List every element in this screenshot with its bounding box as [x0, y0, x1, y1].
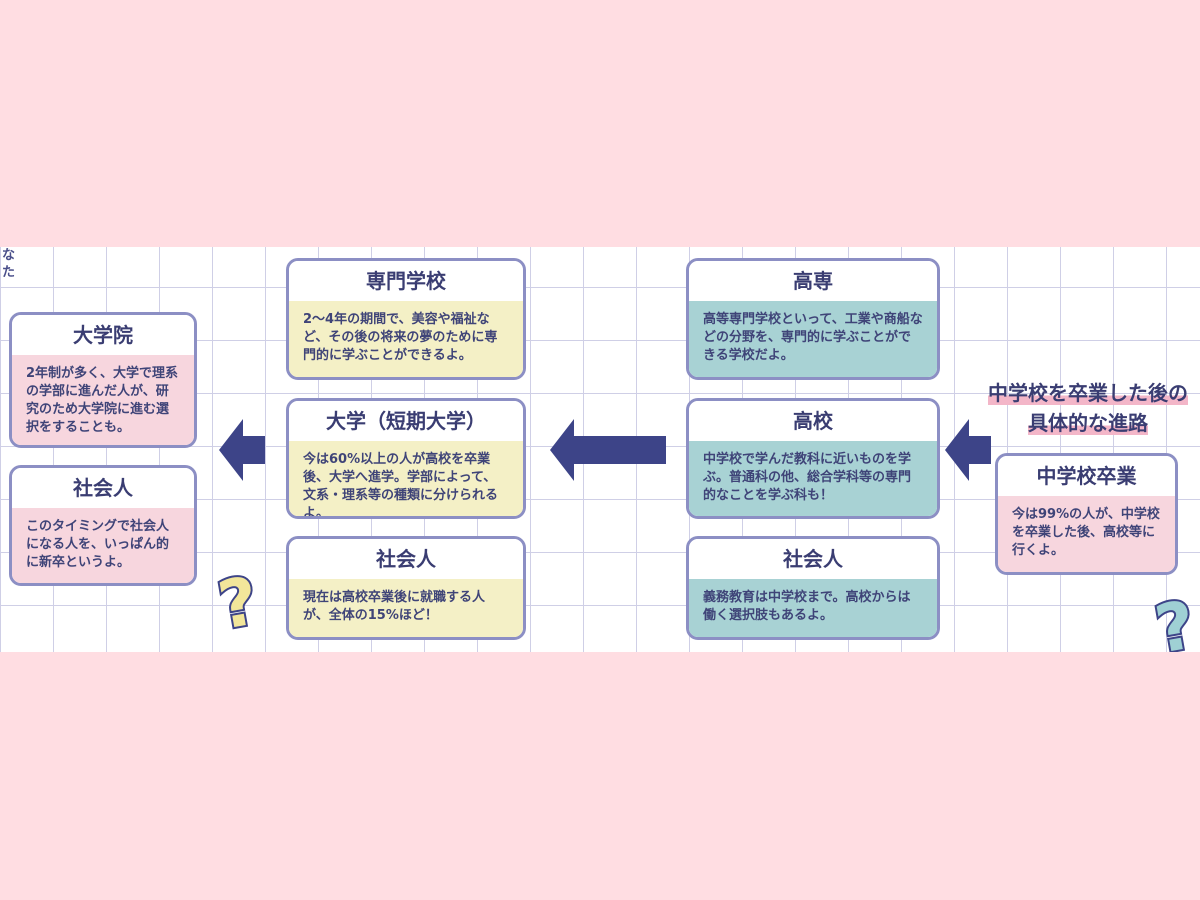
box-title: 社会人: [289, 539, 523, 579]
box-title: 専門学校: [289, 261, 523, 301]
box-title: 大学院: [12, 315, 194, 355]
box-body: 中学校で学んだ教科に近いものを学ぶ。普通科の他、総合学科等の専門的なことを学ぶ科…: [689, 441, 937, 516]
box-worker-left: 社会人 このタイミングで社会人になる人を、いっぱん的に新卒というよ。: [9, 465, 197, 586]
question-mark-icon: ?: [211, 566, 266, 636]
box-technical-college: 高専 高等専門学校といって、工業や商船などの分野を、専門的に学ぶことができる学校…: [686, 258, 940, 380]
box-body: 現在は高校卒業後に就職する人が、全体の15%ほど！: [289, 579, 523, 637]
box-high-school: 高校 中学校で学んだ教科に近いものを学ぶ。普通科の他、総合学科等の専門的なことを…: [686, 398, 940, 519]
question-mark-icon: ?: [1148, 590, 1200, 652]
heading-line-1: 中学校を卒業した後の: [988, 381, 1188, 405]
heading-line-2: 具体的な進路: [1028, 411, 1148, 435]
clipped-edge-text: なた: [2, 248, 16, 280]
arrow-left-icon: [945, 419, 991, 481]
box-title: 社会人: [689, 539, 937, 579]
box-body: 2年制が多く、大学で理系の学部に進んだ人が、研究のため大学院に進む選択をすること…: [12, 355, 194, 445]
svg-text:?: ?: [213, 566, 264, 636]
diagram-heading: 中学校を卒業した後の 具体的な進路: [976, 378, 1200, 438]
box-body: 義務教育は中学校まで。高校からは働く選択肢もあるよ。: [689, 579, 937, 637]
box-body: 今は99%の人が、中学校を卒業した後、高校等に行くよ。: [998, 496, 1175, 572]
box-body: 今は60%以上の人が高校を卒業後、大学へ進学。学部によって、文系・理系等の種類に…: [289, 441, 523, 516]
box-body: 高等専門学校といって、工業や商船などの分野を、専門的に学ぶことができる学校だよ。: [689, 301, 937, 377]
box-graduate-school: 大学院 2年制が多く、大学で理系の学部に進んだ人が、研究のため大学院に進む選択を…: [9, 312, 197, 448]
box-title: 大学（短期大学）: [289, 401, 523, 441]
box-title: 高専: [689, 261, 937, 301]
box-body: 2〜4年の期間で、美容や福祉など、その後の将来の夢のために専門的に学ぶことができ…: [289, 301, 523, 377]
box-vocational-school: 専門学校 2〜4年の期間で、美容や福祉など、その後の将来の夢のために専門的に学ぶ…: [286, 258, 526, 380]
svg-text:?: ?: [1150, 590, 1200, 652]
box-worker-middle: 社会人 現在は高校卒業後に就職する人が、全体の15%ほど！: [286, 536, 526, 640]
box-university: 大学（短期大学） 今は60%以上の人が高校を卒業後、大学へ進学。学部によって、文…: [286, 398, 526, 519]
arrow-left-icon: [219, 419, 265, 481]
box-title: 高校: [689, 401, 937, 441]
box-title: 中学校卒業: [998, 456, 1175, 496]
box-title: 社会人: [12, 468, 194, 508]
box-body: このタイミングで社会人になる人を、いっぱん的に新卒というよ。: [12, 508, 194, 583]
box-worker-right: 社会人 義務教育は中学校まで。高校からは働く選択肢もあるよ。: [686, 536, 940, 640]
arrow-left-icon: [550, 419, 666, 481]
box-junior-high-graduation: 中学校卒業 今は99%の人が、中学校を卒業した後、高校等に行くよ。: [995, 453, 1178, 575]
